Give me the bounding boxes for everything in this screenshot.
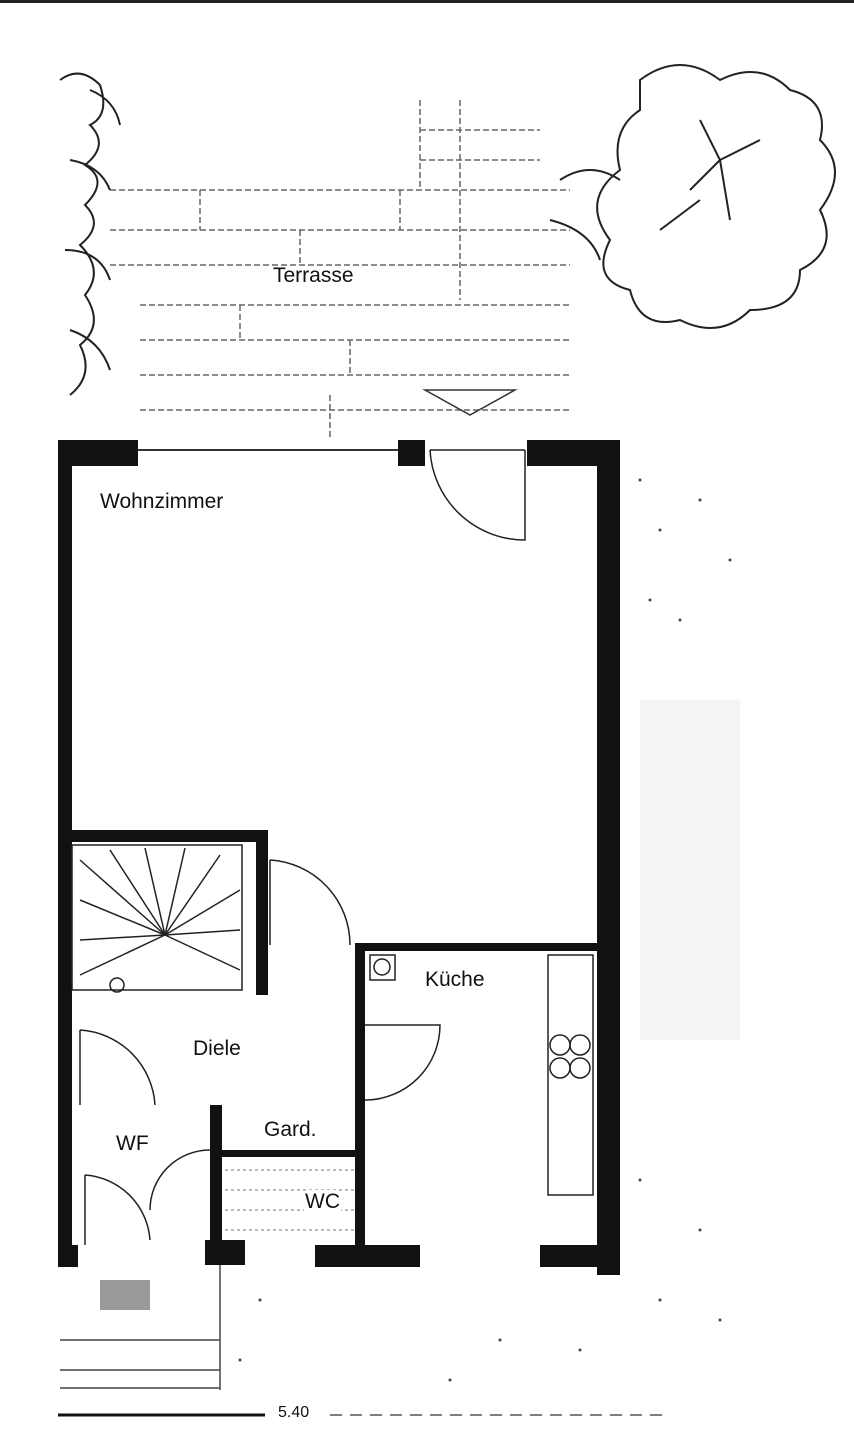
entry-steps [60,1265,221,1390]
staircase [71,844,243,993]
shrubs-left [59,72,121,396]
door-swings [79,449,526,1245]
room-label-living-room: Wohnzimmer [100,490,224,513]
speckle-texture [238,478,732,1382]
kitchen-fixtures [369,954,594,1196]
top-border [0,0,854,3]
scan-artifact [640,700,740,1040]
room-label-wardrobe: Gard. [264,1118,317,1141]
room-label-utility: WF [116,1132,149,1155]
room-label-kitchen: Küche [425,968,485,991]
tree-right [549,64,836,329]
dimension-label: 5.40 [278,1404,310,1421]
room-label-hall: Diele [193,1037,241,1060]
terrace-paving [110,100,570,440]
step-triangle [422,389,518,416]
walls [58,440,620,1275]
room-label-terrace: Terrasse [273,264,354,287]
room-label-toilet: WC [303,1190,342,1214]
